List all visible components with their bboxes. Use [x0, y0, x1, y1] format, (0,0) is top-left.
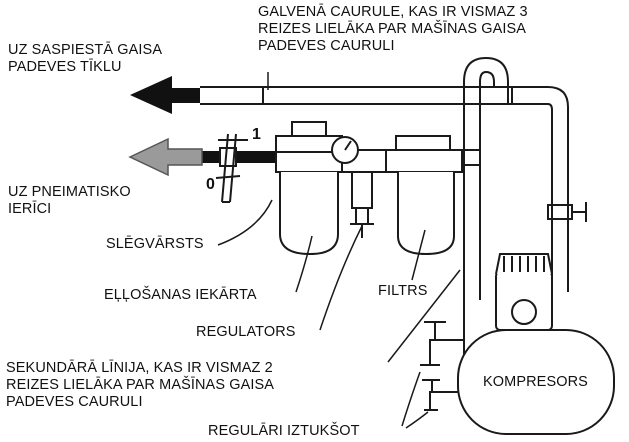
valve-closed-position: 0 [206, 176, 215, 193]
filter-label: FILTRS [378, 283, 428, 299]
arrow-to-network [130, 76, 200, 114]
secondary-line-label-line-2: REIZES LIELĀKA PAR MAŠĪNAS GAISA [6, 377, 275, 393]
drain-valve [422, 379, 458, 411]
valve-open-position: 1 [252, 126, 261, 143]
to-network-label-line-2: PADEVES TĪKLU [8, 59, 122, 75]
to-network-label: UZ SASPIESTĀ GAISA PADEVES TĪKLU [8, 42, 162, 76]
secondary-line-label-line-3: PADEVES CAURULI [6, 394, 143, 410]
riser-pipe [463, 56, 509, 355]
main-pipe-label-line-1: GALVENĀ CAURULE, KAS IR VISMAZ 3 [258, 4, 528, 20]
device-pipe [128, 137, 280, 177]
to-network-label-line-1: UZ SASPIESTĀ GAISA [8, 42, 163, 58]
lubricator-label: EĻĻOŠANAS IEKĀRTA [104, 287, 257, 303]
compressor-head [495, 253, 553, 331]
main-pipe-label: GALVENĀ CAURULE, KAS IR VISMAZ 3 REIZES … [258, 4, 528, 55]
compressor-label: KOMPRESORS [483, 374, 588, 390]
main-pipe-label-line-3: PADEVES CAURULI [258, 38, 395, 54]
secondary-line-label-line-1: SEKUNDĀRĀ LĪNIJA, KAS IR VISMAZ 2 [6, 360, 273, 376]
shutoff-valve [215, 133, 248, 203]
secondary-line-label: SEKUNDĀRĀ LĪNIJA, KAS IR VISMAZ 2 REIZES… [6, 360, 274, 411]
valve-label: SLĒGVĀRSTS [106, 236, 204, 252]
regulator-label: REGULATORS [196, 324, 296, 340]
to-device-label-line-1: UZ PNEIMATISKO [8, 184, 131, 200]
lubricator-unit [275, 121, 343, 256]
filter-unit [385, 135, 464, 256]
secondary-line-pipe [420, 321, 465, 366]
to-device-label: UZ PNEIMATISKO IERĪCI [8, 184, 131, 218]
riser-valve [547, 202, 587, 222]
to-device-label-line-2: IERĪCI [8, 201, 52, 217]
drain-label: REGULĀRI IZTUKŠOT [208, 423, 360, 439]
regulator-unit [331, 136, 387, 238]
leader-lines [217, 72, 461, 429]
main-pipe-label-line-2: REIZES LIELĀKA PAR MAŠĪNAS GAISA [258, 21, 527, 37]
main-pipe [200, 86, 569, 292]
